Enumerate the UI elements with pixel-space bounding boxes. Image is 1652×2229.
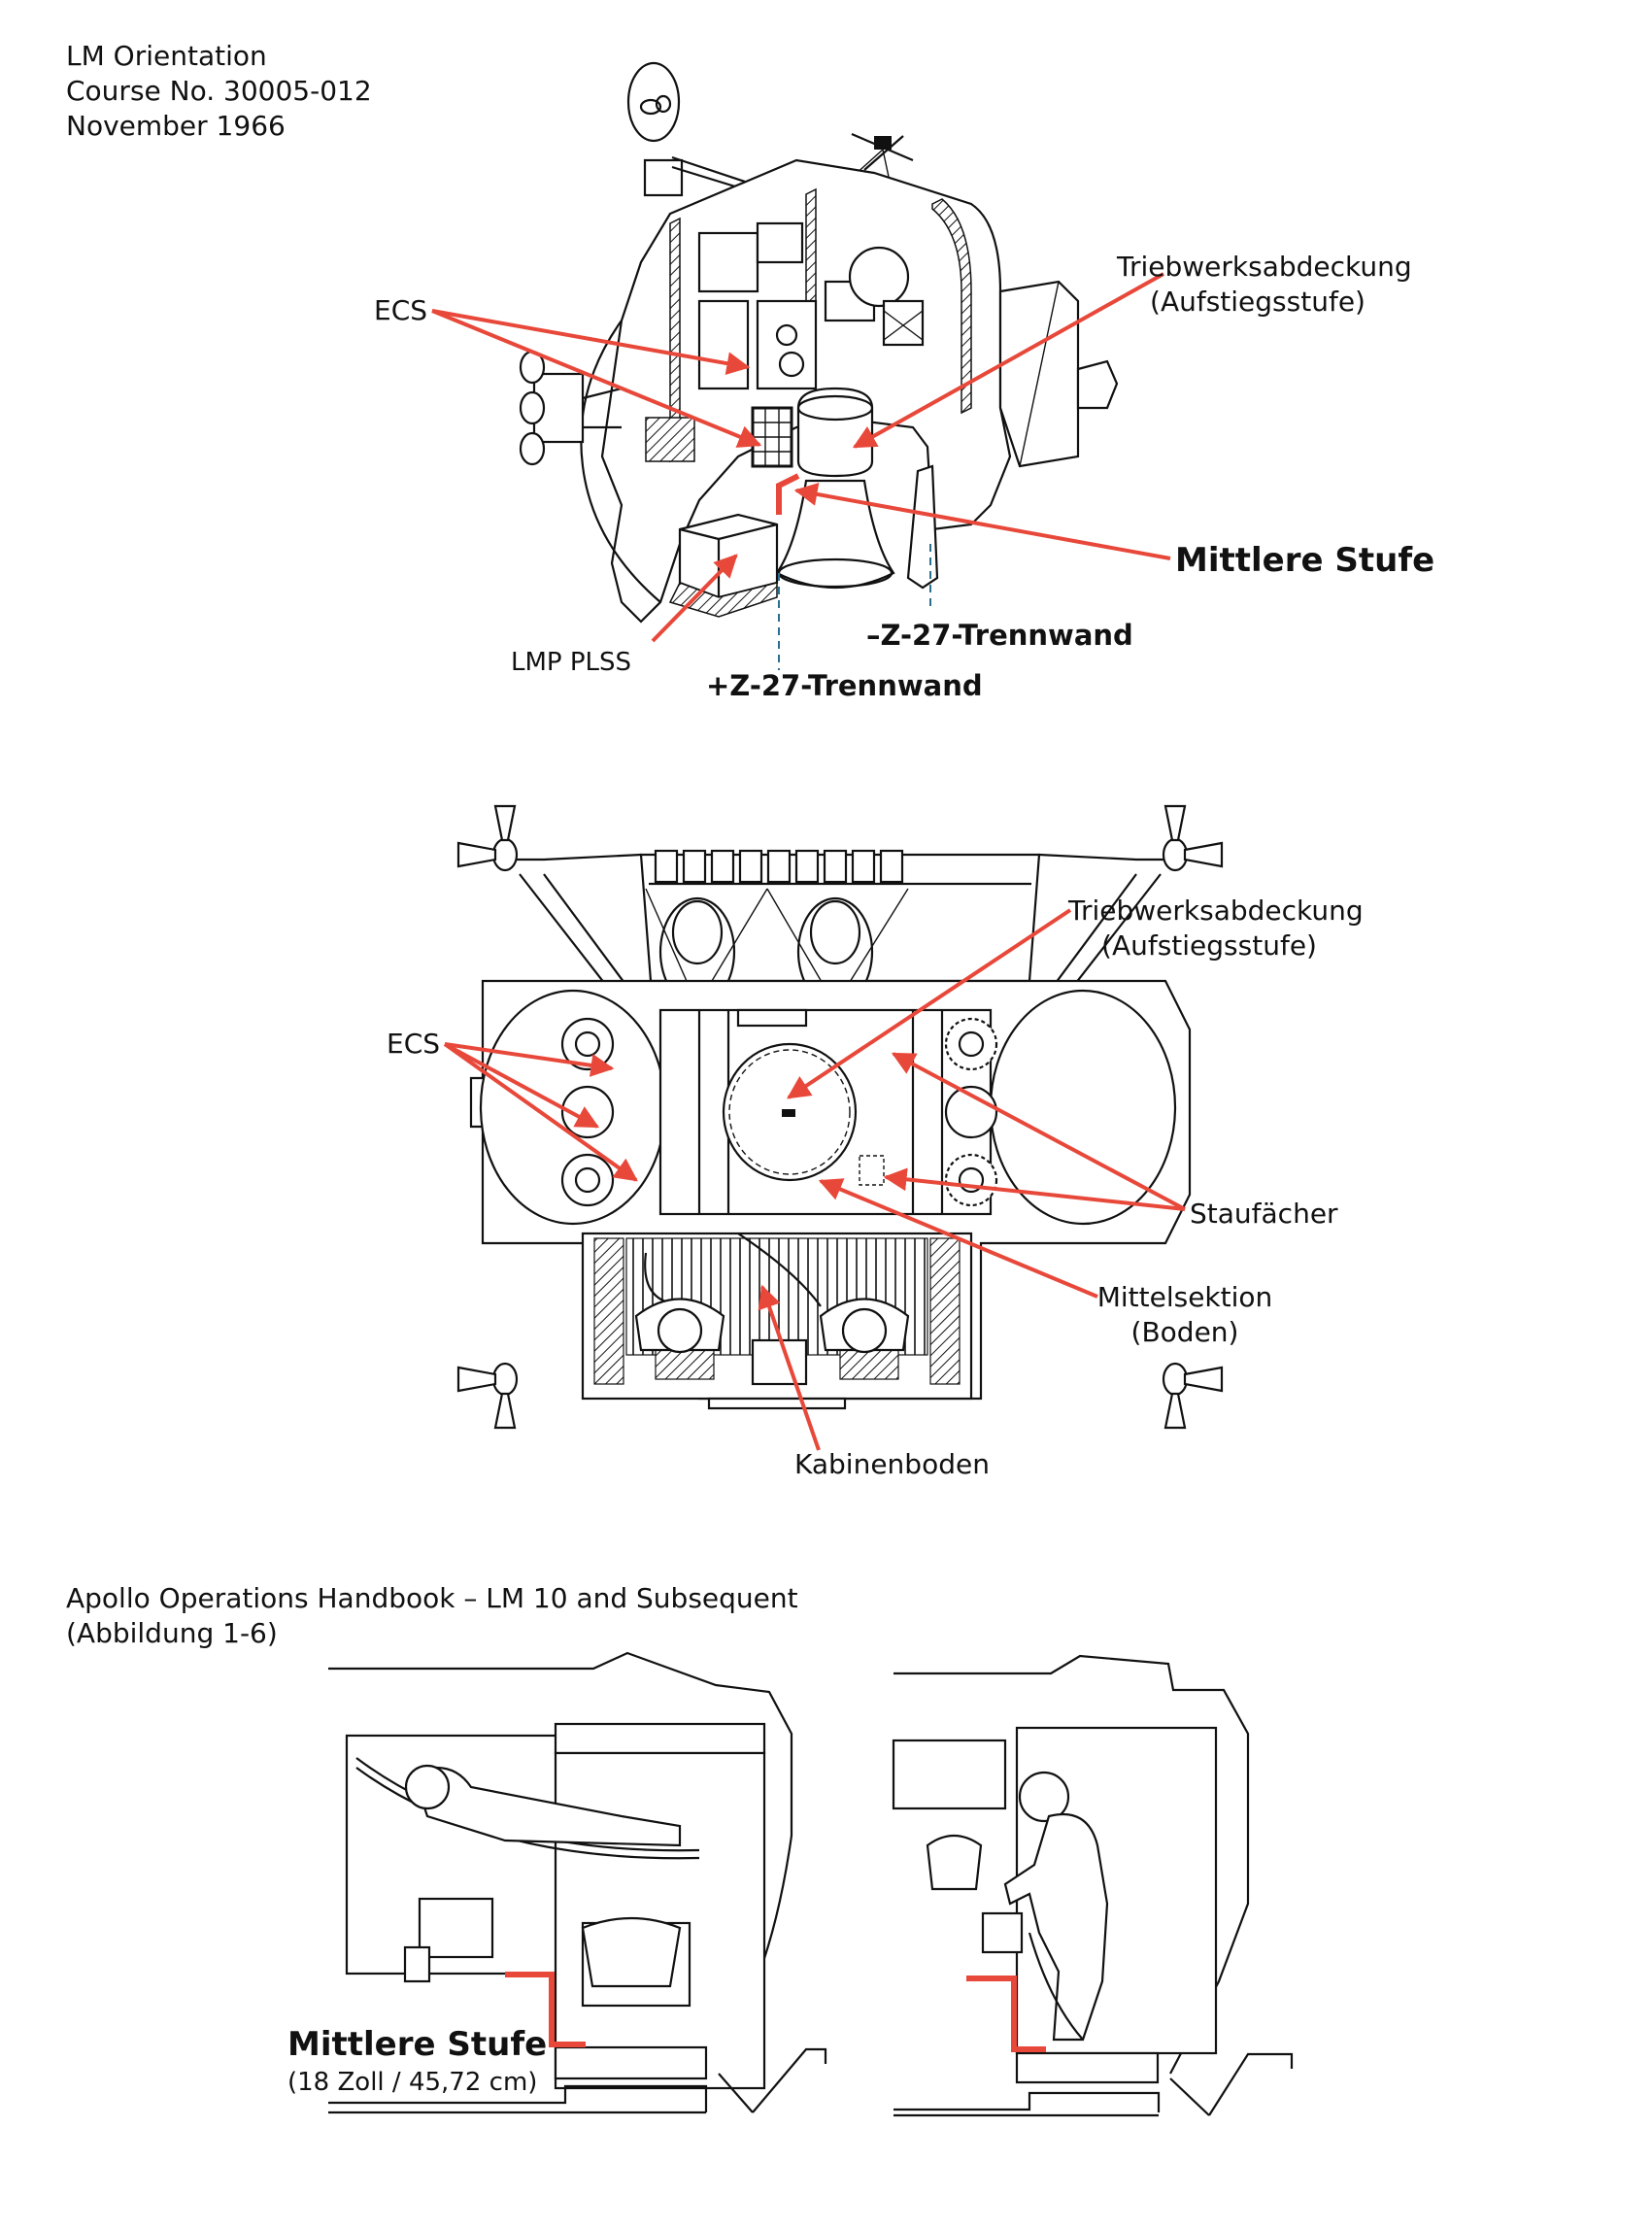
figure1-callouts [431,272,1171,643]
fig1-label-plus-z27: +Z-27-Trennwand [706,669,983,702]
fig2-label-stowage: Staufächer [1190,1198,1338,1230]
mid-step-marker [776,473,800,515]
mid-step-marker-left [505,1972,586,2047]
fig3-source-figure-ref: (Abbildung 1-6) [66,1617,278,1649]
rcs-quad-bottom-right [1162,1362,1224,1430]
standing-astronaut [1003,1771,1109,2042]
mid-step-marker-right [966,1976,1046,2052]
fig2-engine-cover-line1: Triebwerksabdeckung [1068,895,1364,927]
fig1-label-engine-cover: Triebwerksabdeckung (Aufstiegsstufe) [1117,250,1412,320]
fuel-cell-row [649,849,1031,886]
fig3-source-title: Apollo Operations Handbook – LM 10 and S… [66,1582,798,1614]
fig2-label-engine-cover: Triebwerksabdeckung (Aufstiegsstufe) [1068,894,1364,963]
rcs-quad-bottom-left [456,1362,519,1430]
fig2-label-ecs: ECS [387,1028,441,1060]
fig2-engine-cover-line2: (Aufstiegsstufe) [1101,929,1317,962]
fig1-engine-cover-line2: (Aufstiegsstufe) [1150,286,1365,318]
fig2-mid-section-line2: (Boden) [1130,1316,1239,1348]
fig1-label-ecs: ECS [374,294,428,326]
figure2-callouts [443,908,1186,1451]
course-number: Course No. 30005-012 [66,75,372,107]
fig3-label-mid-step-dim: (18 Zoll / 45,72 cm) [287,2068,538,2097]
fig2-mid-section-line1: Mittelsektion [1096,1281,1273,1313]
doc-date: November 1966 [66,110,286,142]
figure2-lm-topview [443,804,1224,1451]
fig1-label-mid-step: Mittlere Stufe [1175,541,1435,580]
fig1-label-lmp-plss: LMP PLSS [511,648,632,677]
fig3-label-mid-step: Mittlere Stufe [287,2025,548,2064]
astronaut-helmet-right [819,1298,910,1354]
astronaut-helmet-left [634,1298,725,1354]
figure1-lm-cutaway [431,61,1171,670]
ecs-package [751,406,793,468]
figure3-sideview-left [328,1651,827,2114]
fig1-label-minus-z27: –Z-27-Trennwand [866,619,1133,652]
doc-title: LM Orientation [66,40,267,72]
rcs-quad-top-right [1162,804,1224,872]
rcs-thruster-left [519,350,623,466]
ascent-engine-cover [775,387,895,590]
rendezvous-antenna-icon [626,61,749,197]
rcs-quad-top-left [456,804,519,872]
figure3-sideview-right [892,1654,1294,2117]
fig2-label-cabin-floor: Kabinenboden [794,1448,990,1480]
fig2-label-mid-section: Mittelsektion (Boden) [1088,1280,1282,1350]
fig1-engine-cover-line1: Triebwerksabdeckung [1117,251,1412,283]
